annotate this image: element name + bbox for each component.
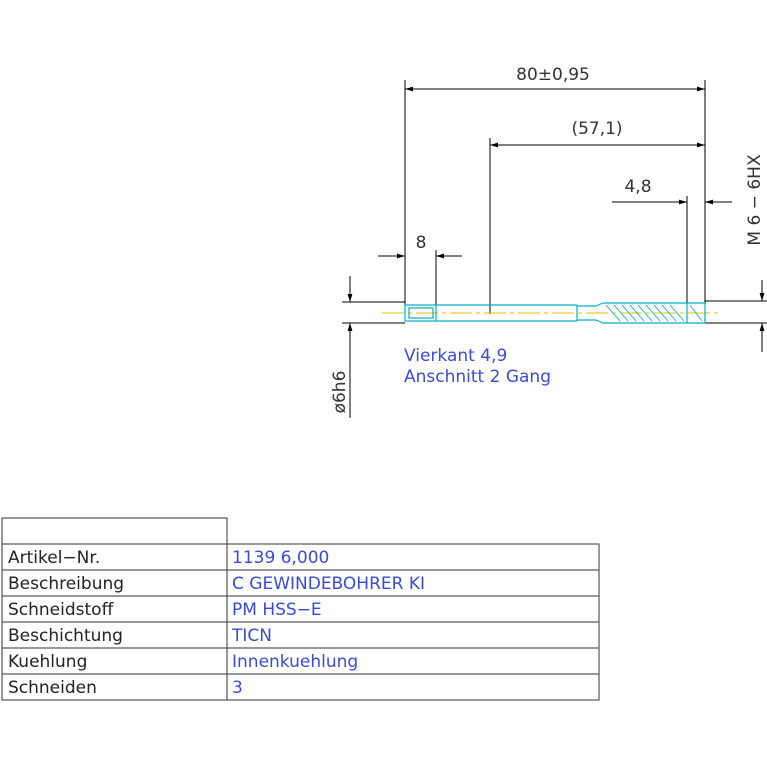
note-chamfer-threads: Anschnitt 2 Gang xyxy=(404,367,551,387)
dimension-thread-label: M 6 − 6HX xyxy=(745,154,765,246)
table-row-label-cooling: Kuehlung xyxy=(8,652,87,672)
dimension-shank-length xyxy=(489,138,705,314)
dimension-chamfer-length-label: 4,8 xyxy=(624,177,651,197)
table-row-value-material: PM HSS−E xyxy=(232,600,322,620)
table-row-label-description: Beschreibung xyxy=(8,574,124,594)
table-row-value-article: 1139 6,000 xyxy=(232,548,329,568)
table-row-label-coating: Beschichtung xyxy=(8,626,123,646)
table-row: Kuehlung Innenkuehlung xyxy=(8,652,358,672)
dimension-chamfer-length xyxy=(612,196,732,306)
dimension-overall-length xyxy=(404,80,706,306)
table-row: Schneiden 3 xyxy=(8,678,243,698)
dimension-shank-diameter-label: ø6h6 xyxy=(330,371,350,414)
square-end xyxy=(404,304,437,322)
dimension-shank-diameter xyxy=(342,276,405,418)
table-row-value-cooling: Innenkuehlung xyxy=(232,652,358,672)
table-row-label-flutes: Schneiden xyxy=(8,678,97,698)
tap-tool-body xyxy=(382,302,722,324)
table-row-value-coating: TICN xyxy=(231,626,272,646)
table-row-value-flutes: 3 xyxy=(232,678,243,698)
dimension-square-length xyxy=(378,250,462,306)
table-row-label-material: Schneidstoff xyxy=(8,600,115,620)
note-square-size: Vierkant 4,9 xyxy=(404,346,507,366)
dimension-thread xyxy=(705,280,767,352)
dimension-shank-length-label: (57,1) xyxy=(571,119,622,139)
table-row-label-article: Artikel−Nr. xyxy=(8,548,100,568)
table-row: Beschreibung C GEWINDEBOHRER KI xyxy=(8,574,425,594)
dimension-overall-length-label: 80±0,95 xyxy=(516,65,590,85)
table-row: Schneidstoff PM HSS−E xyxy=(8,600,322,620)
thread-hatching xyxy=(605,304,703,322)
info-table xyxy=(1,517,600,701)
table-row: Artikel−Nr. 1139 6,000 xyxy=(8,548,329,568)
dimension-square-length-label: 8 xyxy=(416,233,427,253)
table-row-value-description: C GEWINDEBOHRER KI xyxy=(232,574,425,594)
table-row: Beschichtung TICN xyxy=(8,626,272,646)
